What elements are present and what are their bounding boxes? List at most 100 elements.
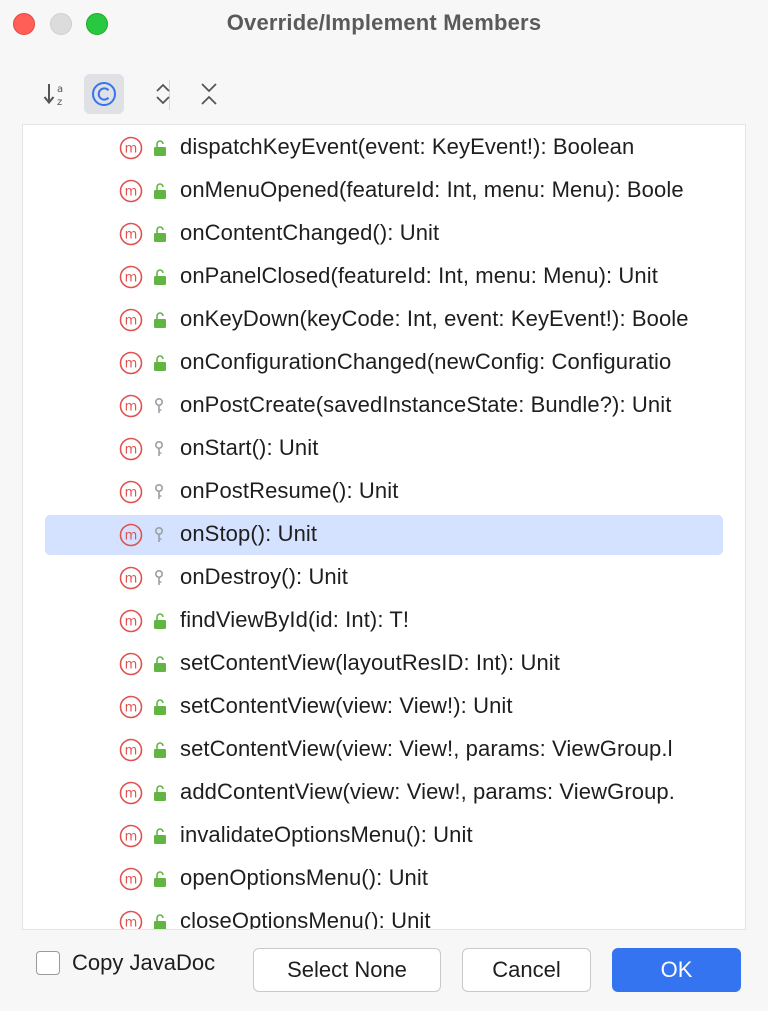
- member-row[interactable]: m setContentView(view: View!): Unit: [23, 687, 745, 727]
- method-icon: m: [119, 824, 143, 848]
- member-row[interactable]: m onPanelClosed(featureId: Int, menu: Men…: [23, 257, 745, 297]
- collapse-all-button[interactable]: [189, 74, 229, 114]
- dialog-title: Override/Implement Members: [226, 10, 542, 35]
- member-signature: findViewById(id: Int): T!: [180, 607, 410, 632]
- protected-key-icon: [155, 569, 164, 585]
- member-signature: onPanelClosed(featureId: Int, menu: Menu…: [180, 263, 658, 288]
- public-lock-icon: [154, 656, 166, 672]
- minimize-window-button[interactable]: [50, 13, 72, 35]
- method-icon: m: [119, 566, 143, 590]
- member-row[interactable]: m onDestroy(): Unit: [23, 558, 745, 598]
- member-row[interactable]: m findViewById(id: Int): T!: [23, 601, 745, 641]
- member-signature: setContentView(view: View!, params: View…: [180, 736, 673, 761]
- public-lock-icon: [154, 312, 166, 328]
- method-icon: m: [119, 781, 143, 805]
- member-signature: onPostResume(): Unit: [180, 478, 399, 503]
- member-row[interactable]: m onPostResume(): Unit: [23, 472, 745, 512]
- public-lock-icon: [154, 269, 166, 285]
- public-lock-icon: [154, 871, 166, 887]
- selection-highlight: [45, 515, 723, 555]
- svg-text:m: m: [125, 443, 138, 458]
- svg-text:m: m: [125, 486, 138, 501]
- member-row[interactable]: m onConfigurationChanged(newConfig: Confi…: [23, 343, 745, 383]
- svg-text:m: m: [125, 658, 138, 673]
- public-lock-icon: [154, 613, 166, 629]
- method-icon: m: [119, 910, 143, 931]
- expand-all-button[interactable]: [143, 74, 183, 114]
- collapse-all-icon: [201, 83, 217, 105]
- zoom-window-button[interactable]: [86, 13, 108, 35]
- svg-text:m: m: [125, 701, 138, 716]
- public-lock-icon: [154, 742, 166, 758]
- public-lock-icon: [154, 828, 166, 844]
- public-lock-icon: [154, 355, 166, 371]
- member-row[interactable]: m onKeyDown(keyCode: Int, event: KeyEvent…: [23, 300, 745, 340]
- svg-text:m: m: [125, 830, 138, 845]
- title-bar: Override/Implement Members: [0, 0, 768, 52]
- member-row[interactable]: m openOptionsMenu(): Unit: [23, 859, 745, 899]
- svg-text:m: m: [125, 271, 138, 286]
- protected-key-icon: [155, 440, 164, 456]
- member-signature: onMenuOpened(featureId: Int, menu: Menu)…: [180, 177, 684, 202]
- member-row[interactable]: m setContentView(view: View!, params: Vie…: [23, 730, 745, 770]
- close-window-button[interactable]: [13, 13, 35, 35]
- class-c-icon: [92, 82, 116, 106]
- method-icon: m: [119, 480, 143, 504]
- member-row[interactable]: m closeOptionsMenu(): Unit: [23, 902, 745, 931]
- method-icon: m: [119, 136, 143, 160]
- member-signature: onKeyDown(keyCode: Int, event: KeyEvent!…: [180, 306, 689, 331]
- ok-button[interactable]: OK: [612, 948, 741, 992]
- member-signature: onDestroy(): Unit: [180, 564, 348, 589]
- member-signature: onPostCreate(savedInstanceState: Bundle?…: [180, 392, 672, 417]
- public-lock-icon: [154, 183, 166, 199]
- show-classes-button[interactable]: [84, 74, 124, 114]
- protected-key-icon: [155, 397, 164, 413]
- method-icon: m: [119, 609, 143, 633]
- method-icon: m: [119, 179, 143, 203]
- member-row[interactable]: m onMenuOpened(featureId: Int, menu: Menu…: [23, 171, 745, 211]
- sort-alpha-icon: a z: [43, 84, 63, 108]
- select-none-button[interactable]: Select None: [253, 948, 441, 992]
- svg-text:m: m: [125, 357, 138, 372]
- copy-javadoc-checkbox[interactable]: [36, 951, 60, 975]
- svg-text:m: m: [125, 916, 138, 931]
- svg-text:m: m: [125, 572, 138, 587]
- svg-text:m: m: [125, 744, 138, 759]
- member-row[interactable]: m dispatchKeyEvent(event: KeyEvent!): Boo…: [23, 128, 745, 168]
- protected-key-icon: [155, 526, 164, 542]
- cancel-button[interactable]: Cancel: [462, 948, 591, 992]
- member-signature: dispatchKeyEvent(event: KeyEvent!): Bool…: [180, 134, 635, 159]
- member-signature: onConfigurationChanged(newConfig: Config…: [180, 349, 672, 374]
- method-icon: m: [119, 437, 143, 461]
- method-icon: m: [119, 652, 143, 676]
- svg-text:m: m: [125, 314, 138, 329]
- svg-text:m: m: [125, 529, 138, 544]
- member-list[interactable]: m dispatchKeyEvent(event: KeyEvent!): Boo…: [22, 124, 746, 930]
- method-icon: m: [119, 222, 143, 246]
- method-icon: m: [119, 738, 143, 762]
- member-signature: closeOptionsMenu(): Unit: [180, 908, 431, 930]
- svg-text:a: a: [57, 84, 63, 95]
- public-lock-icon: [154, 785, 166, 801]
- method-icon: m: [119, 351, 143, 375]
- svg-text:m: m: [125, 873, 138, 888]
- svg-text:m: m: [125, 615, 138, 630]
- member-signature: openOptionsMenu(): Unit: [180, 865, 429, 890]
- svg-text:m: m: [125, 787, 138, 802]
- sort-alphabetically-button[interactable]: a z: [36, 74, 76, 114]
- dialog-footer: Copy JavaDoc Select None Cancel OK: [0, 940, 768, 1011]
- svg-text:m: m: [125, 142, 138, 157]
- method-icon: m: [119, 308, 143, 332]
- public-lock-icon: [154, 699, 166, 715]
- method-icon: m: [119, 523, 143, 547]
- member-signature: setContentView(view: View!): Unit: [180, 693, 513, 718]
- copy-javadoc-label[interactable]: Copy JavaDoc: [72, 950, 216, 975]
